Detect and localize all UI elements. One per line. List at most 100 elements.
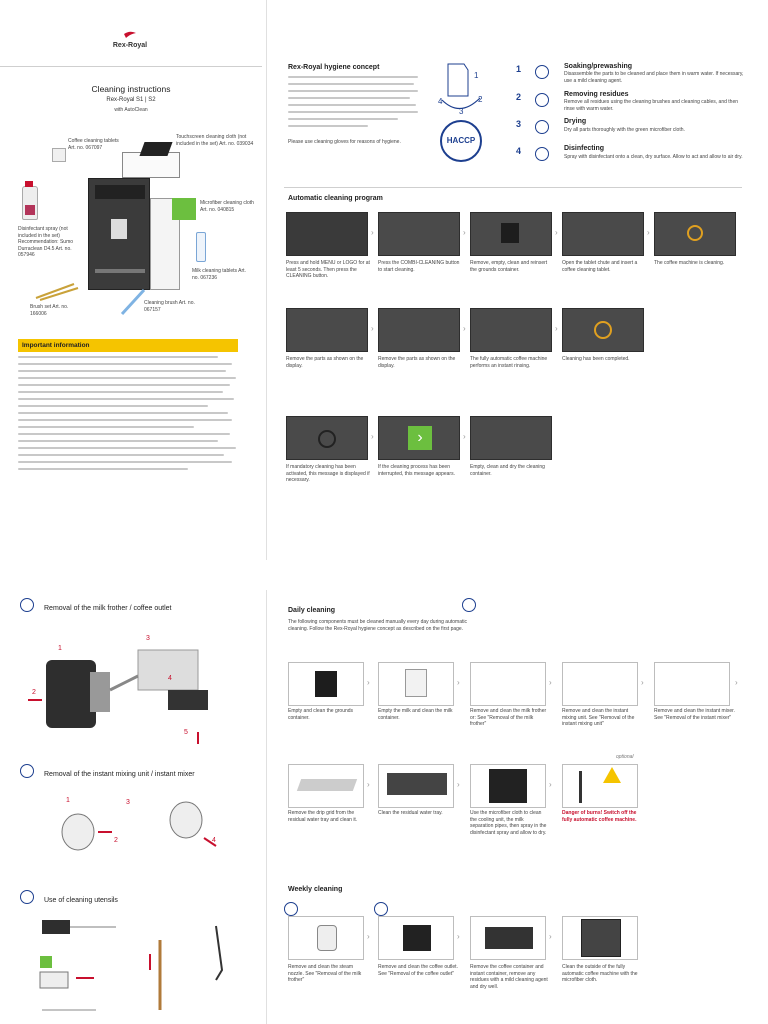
daily-image-residual-tray <box>378 764 454 808</box>
daily-image-milk-frother <box>470 662 546 706</box>
svg-text:1: 1 <box>474 71 479 80</box>
auto-caption-10: If mandatory cleaning has been activated… <box>286 464 370 483</box>
chevron-right-icon: › <box>457 932 460 941</box>
step-title-2: Removing residues <box>564 91 629 98</box>
soak-icon <box>535 65 549 79</box>
smiley-icon <box>594 321 612 339</box>
milk-tablets-image <box>196 232 206 262</box>
step-title-1: Soaking/prewashing <box>564 63 633 70</box>
daily-title: Daily cleaning <box>288 607 336 614</box>
svg-text:3: 3 <box>459 107 464 116</box>
coffee-machine-illustration <box>88 178 150 290</box>
chevron-right-icon: › <box>735 678 738 687</box>
weekly-image-coffee-container <box>470 916 546 960</box>
weekly-caption-3: Remove the coffee container and instant … <box>470 964 548 990</box>
brush-set-label: Brush set Art. no. 166006 <box>30 304 69 317</box>
auto-caption-1: Press and hold MENU or LOGO for at least… <box>286 260 370 279</box>
svg-text:2: 2 <box>478 95 483 104</box>
microfiber-cloth-label: Microfiber cleaning cloth Art. no. 04081… <box>200 200 254 213</box>
rex-royal-logo: Rex-Royal <box>113 31 147 49</box>
chevron-right-icon: › <box>549 780 552 789</box>
step-number-2: 2 <box>516 92 522 102</box>
svg-text:1: 1 <box>58 645 62 652</box>
auto-caption-6: Remove the parts as shown on the display… <box>286 356 364 369</box>
svg-text:Rex-Royal: Rex-Royal <box>113 42 147 49</box>
touchscreen-cloth-label: Touchscreen cleaning cloth (not included… <box>176 134 254 147</box>
auto-caption-2: Press the COMBI-CLEANING button to start… <box>378 260 460 273</box>
chevron-right-icon: › <box>367 780 370 789</box>
screen-insert-tablet <box>562 212 644 256</box>
milk-frother-illustration: 1 2 3 4 5 <box>28 635 208 744</box>
daily-image-instant-mixer <box>654 662 730 706</box>
screen-combi-cleaning <box>378 212 460 256</box>
svg-text:3: 3 <box>146 635 150 642</box>
auto-program-title: Automatic cleaning program <box>288 195 383 202</box>
microfiber-cloth-image <box>172 198 196 220</box>
instant-mixer-illustration: 1 2 3 4 <box>61 797 217 851</box>
chevron-right-icon: › <box>367 932 370 941</box>
milk-tablets-label: Milk cleaning tablets Art. no. 067236 <box>192 268 246 281</box>
daily-image-milk-container <box>378 662 454 706</box>
auto-caption-3: Remove, empty, clean and reinsert the gr… <box>470 260 548 273</box>
sad-face-icon <box>318 430 336 448</box>
brush-set-image <box>35 283 79 301</box>
screen-remove-parts-2 <box>378 308 460 352</box>
screen-cleaning-in-progress <box>654 212 736 256</box>
weekly-caption-2: Remove and clean the coffee outlet. See … <box>378 964 458 977</box>
haccp-seal: HACCP <box>440 120 482 162</box>
important-info-title: Important information <box>18 339 238 352</box>
hygiene-body <box>288 76 420 132</box>
daily-image-mixing-unit <box>562 662 638 706</box>
hygiene-badge-icon <box>20 764 34 778</box>
cloth-icon <box>535 120 549 134</box>
auto-caption-4: Open the tablet chute and insert a coffe… <box>562 260 638 273</box>
svg-text:4: 4 <box>212 837 216 844</box>
disinfectant-spray-image <box>22 181 38 220</box>
hygiene-badge-icon <box>284 902 298 916</box>
chevron-right-icon: › <box>463 228 466 237</box>
hygiene-cycle-diagram: 1 2 3 4 <box>438 63 483 116</box>
chevron-right-icon: › <box>457 780 460 789</box>
coffee-tablets-label: Coffee cleaning tablets Art. no. 067097 <box>68 138 119 151</box>
chevron-right-icon: › <box>555 228 558 237</box>
auto-caption-11: If the cleaning process has been interru… <box>378 464 455 477</box>
milk-section-title: Removal of the milk frother / coffee out… <box>44 605 172 612</box>
disinfectant-spray-label: Disinfectant spray (not included in the … <box>18 226 74 258</box>
cleaning-brush-label: Cleaning brush Art. no. 067157 <box>144 300 195 313</box>
screen-mandatory-cleaning <box>286 416 368 460</box>
weekly-title: Weekly cleaning <box>288 886 343 893</box>
hygiene-badge-icon <box>462 598 476 612</box>
weekly-image-steam-nozzle <box>288 916 364 960</box>
chevron-right-icon: › <box>647 228 650 237</box>
svg-text:2: 2 <box>114 837 118 844</box>
chevron-right-icon: › <box>463 324 466 333</box>
daily-image-grounds-container <box>288 662 364 706</box>
daily-image-drip-grid <box>288 764 364 808</box>
removal-page: Removal of the milk frother / coffee out… <box>0 590 262 1024</box>
chevron-right-icon: › <box>549 678 552 687</box>
hygiene-badge-icon <box>20 598 34 612</box>
important-info-body <box>18 356 238 480</box>
cover-page: Rex-Royal Cleaning instructions Rex-Roya… <box>0 0 262 560</box>
hygiene-gloves-note: Please use cleaning gloves for reasons o… <box>288 139 401 145</box>
chevron-right-icon: › <box>549 932 552 941</box>
cover-autoclean: with AutoClean <box>114 107 148 113</box>
auto-caption-7: Remove the parts as shown on the display… <box>378 356 456 369</box>
screen-empty-container <box>470 416 552 460</box>
touchscreen-cloth-image <box>139 142 173 156</box>
screen-interrupted: › <box>378 416 460 460</box>
chevron-right-icon: › <box>641 678 644 687</box>
daily-image-steam-nozzle <box>562 764 638 808</box>
chevron-right-icon: › <box>371 324 374 333</box>
step-text-3: Dry all parts thoroughly with the green … <box>564 127 685 133</box>
cleaning-brush-image <box>120 288 146 316</box>
chevron-right-icon: › <box>371 432 374 441</box>
chevron-right-icon: › <box>457 678 460 687</box>
daily-page: Daily cleaning The following components … <box>270 590 768 1024</box>
warning-hot-icon <box>603 767 621 783</box>
step-text-4: Spray with disinfectant onto a clean, dr… <box>564 154 743 160</box>
screen-instant-rinsing <box>470 308 552 352</box>
mixer-section-title: Removal of the instant mixing unit / ins… <box>44 771 195 778</box>
hygiene-page: Rex-Royal hygiene concept Please use cle… <box>270 0 768 560</box>
weekly-image-machine-exterior <box>562 916 638 960</box>
